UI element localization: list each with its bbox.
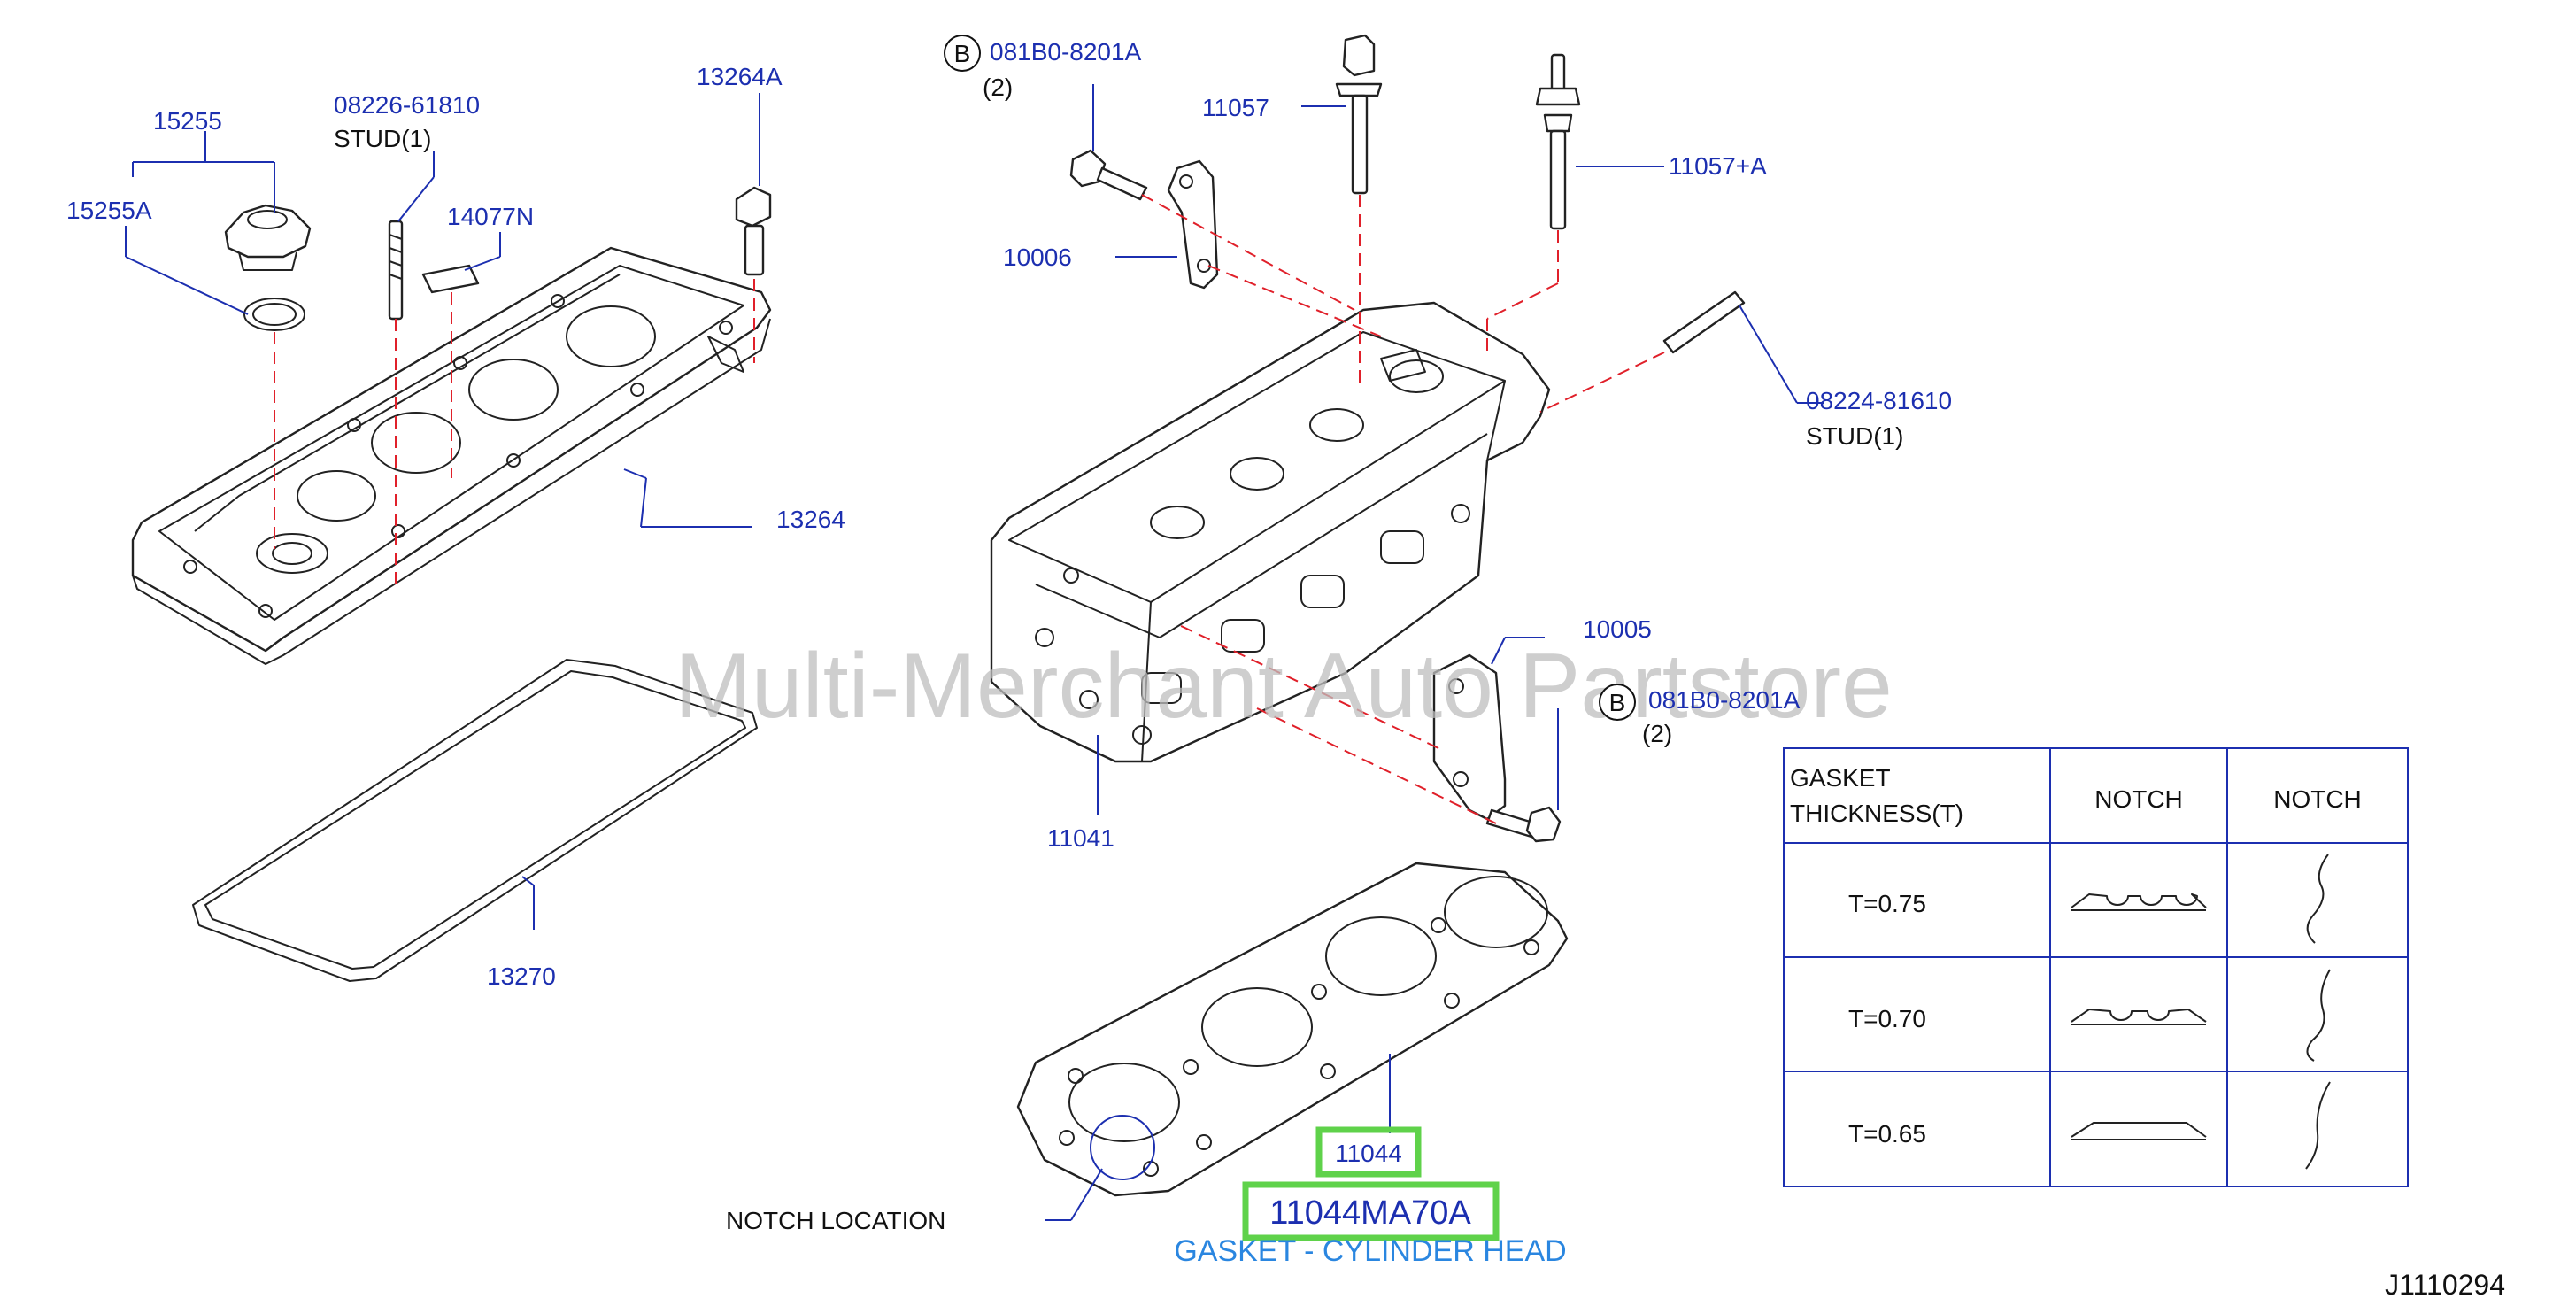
label-gasket-cylinder-head: GASKET - CYLINDER HEAD bbox=[1174, 1234, 1566, 1268]
label-08226-61810[interactable]: 08226-61810 bbox=[334, 91, 480, 119]
notch-location-circle bbox=[1090, 1115, 1155, 1180]
notch-profile-edge bbox=[2305, 854, 2331, 1170]
table-row-thickness: T=0.65 bbox=[1848, 1120, 1926, 1148]
bolt-081b0-8201a-top[interactable] bbox=[1069, 149, 1148, 201]
label-notch-location: NOTCH LOCATION bbox=[726, 1207, 945, 1234]
cover-gasket-13270[interactable] bbox=[192, 659, 758, 982]
oil-filler-cap-15255[interactable] bbox=[224, 204, 312, 271]
highlight-11044ma70a bbox=[1242, 1181, 1500, 1241]
label-11044ma70a[interactable]: 11044MA70A bbox=[1269, 1194, 1471, 1232]
badge-b-top-letter: B bbox=[954, 40, 971, 67]
label-stud-1-a: STUD(1) bbox=[334, 125, 431, 152]
table-header-thickness: THICKNESS(T) bbox=[1790, 800, 1963, 827]
label-qty-2-top: (2) bbox=[983, 73, 1013, 101]
table-header-notch-2: NOTCH bbox=[2273, 785, 2362, 813]
label-10005[interactable]: 10005 bbox=[1583, 615, 1652, 643]
bolt-11057[interactable] bbox=[1335, 34, 1383, 195]
label-13264[interactable]: 13264 bbox=[776, 506, 845, 533]
table-row-thickness: T=0.70 bbox=[1848, 1005, 1926, 1032]
label-10006[interactable]: 10006 bbox=[1003, 243, 1072, 271]
bolt-13264a[interactable] bbox=[735, 186, 772, 276]
bracket-10006[interactable] bbox=[1167, 159, 1219, 290]
label-qty-2-mid: (2) bbox=[1642, 720, 1672, 747]
notch-table bbox=[1783, 747, 2409, 1187]
badge-b-mid-letter: B bbox=[1609, 689, 1626, 716]
highlight-11044 bbox=[1315, 1126, 1422, 1178]
badge-b-top bbox=[944, 35, 981, 72]
label-13264a[interactable]: 13264A bbox=[697, 63, 783, 90]
diagram-id: J1110294 bbox=[2385, 1269, 2505, 1301]
label-15255a[interactable]: 15255A bbox=[66, 197, 152, 224]
label-11044[interactable]: 11044 bbox=[1335, 1140, 1402, 1167]
leader-lines bbox=[125, 84, 1824, 1221]
label-11057a[interactable]: 11057+A bbox=[1669, 152, 1767, 180]
label-13270[interactable]: 13270 bbox=[487, 962, 556, 990]
label-15255[interactable]: 15255 bbox=[153, 107, 222, 135]
label-081b0-8201a-mid[interactable]: 081B0-8201A bbox=[1648, 686, 1801, 714]
table-header-gasket: GASKET bbox=[1790, 764, 1891, 792]
label-11041[interactable]: 11041 bbox=[1047, 824, 1114, 852]
watermark: Multi-Merchant Auto Partstore bbox=[675, 635, 1893, 738]
label-14077n[interactable]: 14077N bbox=[447, 203, 534, 230]
badge-b-mid bbox=[1599, 684, 1636, 721]
table-header-notch-1: NOTCH bbox=[2094, 785, 2183, 813]
label-11057[interactable]: 11057 bbox=[1202, 94, 1269, 121]
bracket-10005[interactable] bbox=[1432, 653, 1507, 821]
label-081b0-8201a-top[interactable]: 081B0-8201A bbox=[990, 38, 1142, 66]
stud-08224-81610[interactable] bbox=[1662, 290, 1746, 354]
cylinder-head-11041[interactable] bbox=[990, 301, 1551, 763]
bolt-081b0-8201a-mid[interactable] bbox=[1485, 806, 1562, 843]
label-14077n[interactable] bbox=[421, 264, 480, 294]
assembly-lines bbox=[274, 194, 1665, 824]
head-gasket-11044[interactable] bbox=[1016, 862, 1569, 1197]
cap-seal-15255a[interactable] bbox=[243, 298, 305, 331]
table-row-thickness: T=0.75 bbox=[1848, 890, 1926, 917]
label-08224-81610[interactable]: 08224-81610 bbox=[1806, 387, 1952, 414]
label-stud-1-b: STUD(1) bbox=[1806, 422, 1903, 450]
bolt-11057a[interactable] bbox=[1535, 53, 1581, 230]
notch-profile-side bbox=[2071, 893, 2207, 1140]
stud-08226-61810[interactable] bbox=[388, 220, 404, 321]
